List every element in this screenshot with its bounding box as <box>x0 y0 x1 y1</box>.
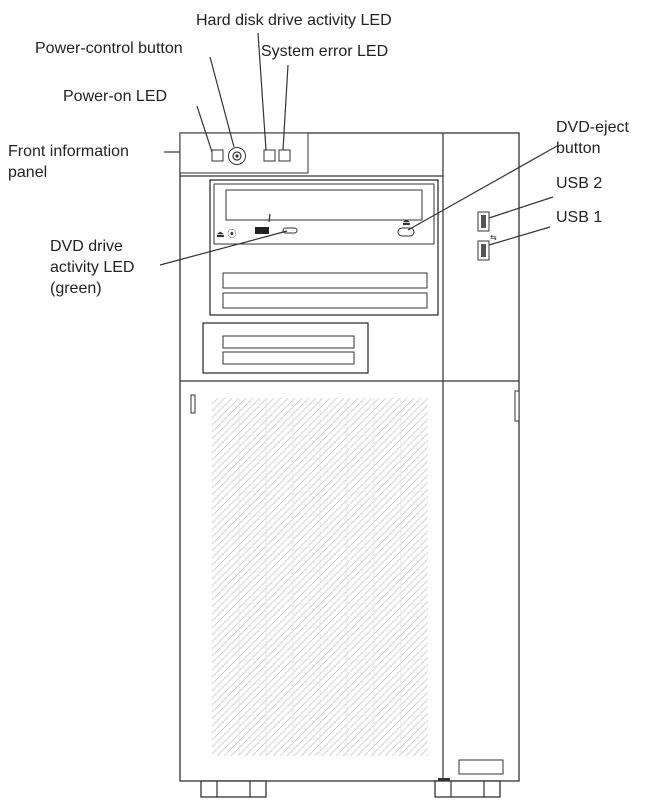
front-information-panel <box>179 132 309 174</box>
label-system-error-led: System error LED <box>261 43 388 60</box>
system-error-led <box>278 149 291 162</box>
label-dvd-eject-button: DVD-eject <box>556 119 629 136</box>
door-hinge-left <box>190 394 196 414</box>
dvd-drive-activity-led <box>282 227 298 234</box>
svg-text:⏏: ⏏ <box>402 218 411 228</box>
dvd-icons: ⏏ ⦿ <box>216 229 236 240</box>
dvd-drive-activity-led-icon <box>255 227 269 234</box>
usb-1-port[interactable] <box>477 240 490 261</box>
label-dvd-eject-button-2: button <box>556 140 600 157</box>
callout-labels: Hard disk drive activity LED Power-contr… <box>8 12 629 297</box>
label-dvd-drive-activity-led: DVD drive <box>50 238 123 255</box>
label-power-on-led: Power-on LED <box>63 88 167 105</box>
dvd-eject-button[interactable] <box>397 227 415 237</box>
label-dvd-drive-activity-led-2: activity LED <box>50 259 134 276</box>
label-power-control-button: Power-control button <box>35 40 183 57</box>
usb-2-port[interactable] <box>477 211 490 232</box>
label-usb-1: USB 1 <box>556 209 602 226</box>
usb-icon: ⇆ <box>490 233 497 242</box>
label-hdd-activity-led: Hard disk drive activity LED <box>196 12 392 29</box>
power-control-button[interactable] <box>228 147 246 165</box>
svg-text:⏏ ⦿: ⏏ ⦿ <box>216 229 236 240</box>
label-usb-2: USB 2 <box>556 175 602 192</box>
label-dvd-drive-activity-led-3: (green) <box>50 280 102 297</box>
label-plate <box>458 759 504 775</box>
door-hinge-right <box>514 390 520 422</box>
lower-drive-bay <box>202 322 369 374</box>
right-foot <box>434 780 501 798</box>
hard-disk-drive-activity-led <box>263 149 276 162</box>
front-door-vent-grille <box>212 398 428 756</box>
left-foot <box>200 780 267 798</box>
label-front-information-panel: Front information <box>8 143 129 160</box>
leader-lines <box>159 32 558 266</box>
power-on-led <box>211 149 224 162</box>
dvd-drive-bay: ⏏ ⦿ ⏏ <box>209 179 439 316</box>
label-front-information-panel-2: panel <box>8 164 47 181</box>
